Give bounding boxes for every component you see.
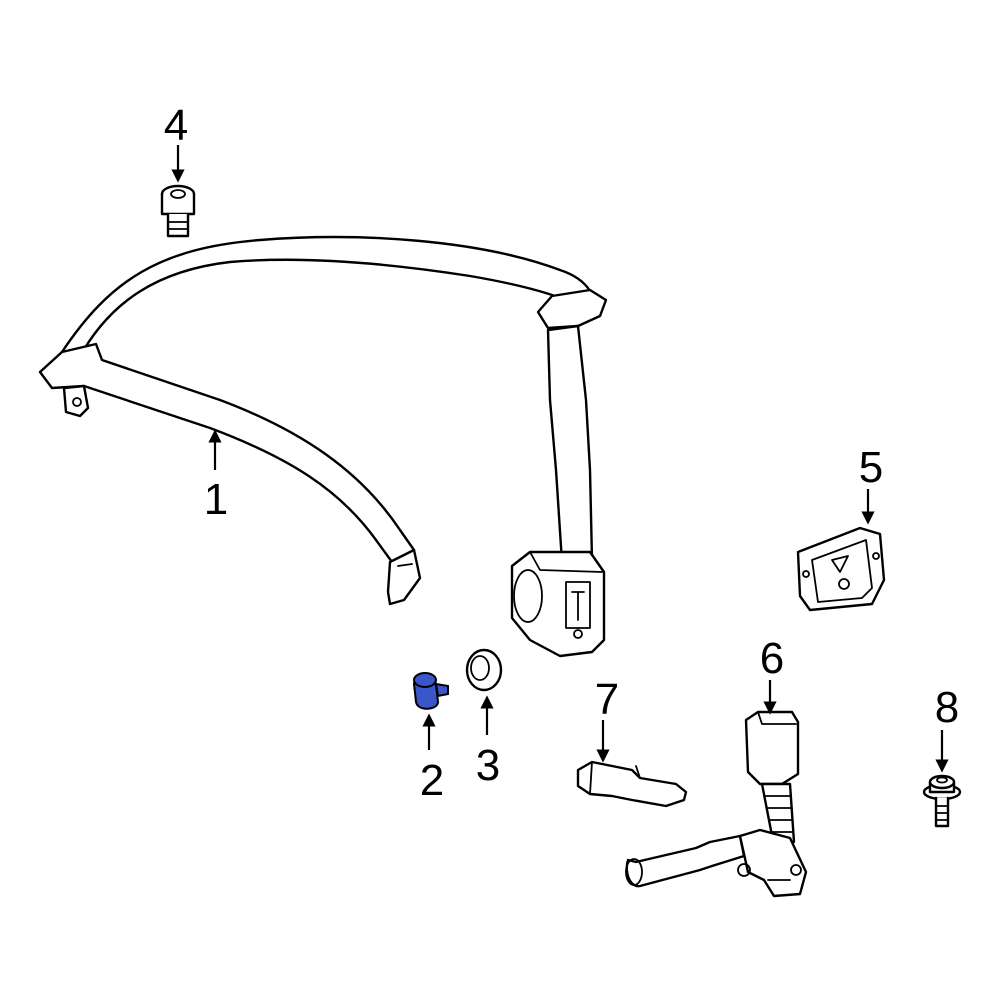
part-8-bolt[interactable]: [922, 774, 962, 828]
callout-5: 5: [859, 443, 883, 492]
callout-4: 4: [164, 101, 188, 150]
part-7-clip-bracket[interactable]: [576, 760, 688, 808]
callout-7: 7: [595, 675, 619, 724]
callout-3: 3: [476, 741, 500, 790]
callout-8: 8: [935, 683, 959, 732]
leader-lines: [171, 145, 949, 773]
part-6-buckle[interactable]: [625, 710, 808, 898]
part-4-bolt[interactable]: [160, 184, 196, 238]
callout-6: 6: [760, 634, 784, 683]
part-1-seat-belt[interactable]: [38, 235, 608, 658]
callout-1: 1: [204, 475, 228, 524]
part-3-washer[interactable]: [465, 648, 503, 692]
part-5-bracket[interactable]: [796, 526, 886, 612]
part-2-clip[interactable]: [412, 672, 449, 710]
callout-2: 2: [420, 756, 444, 805]
